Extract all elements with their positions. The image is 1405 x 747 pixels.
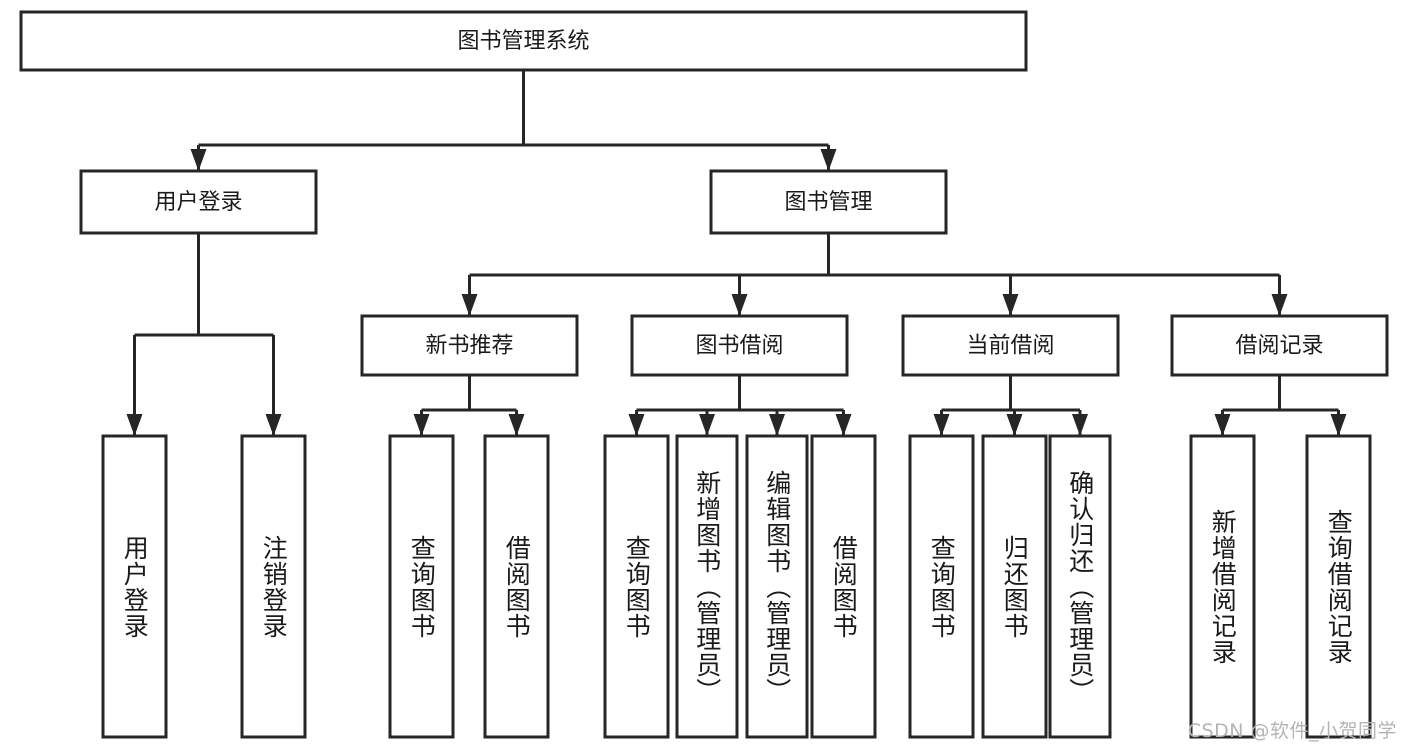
node-box-current-borrow[interactable] bbox=[901, 314, 1120, 377]
arrow-head-icon bbox=[731, 294, 748, 316]
node-box-layer bbox=[19, 10, 1389, 739]
node-box-borrow-record[interactable] bbox=[1170, 314, 1389, 377]
node-box-leaf-return-book[interactable] bbox=[981, 434, 1048, 739]
arrow-head-icon bbox=[508, 414, 525, 436]
arrow-head-icon bbox=[933, 414, 950, 436]
node-box-book-manage[interactable] bbox=[709, 169, 948, 235]
arrow-head-icon bbox=[126, 414, 143, 436]
arrow-head-icon bbox=[1271, 294, 1288, 316]
node-label-root: 图书管理系统 bbox=[457, 29, 589, 54]
node-box-leaf-query-borrow-record[interactable] bbox=[1305, 434, 1372, 739]
node-box-leaf-borrow-book[interactable] bbox=[810, 434, 877, 739]
node-box-root[interactable] bbox=[19, 10, 1028, 72]
arrow-head-icon bbox=[835, 414, 852, 436]
node-box-leaf-user-logout[interactable] bbox=[240, 434, 307, 739]
arrow-head-icon bbox=[1330, 414, 1347, 436]
node-box-leaf-confirm-return[interactable] bbox=[1048, 434, 1112, 739]
node-box-leaf-borrow-book-rec[interactable] bbox=[483, 434, 550, 739]
arrow-head-icon bbox=[1002, 294, 1019, 316]
watermark-text: CSDN @软件_小贺同学 bbox=[1187, 720, 1397, 742]
node-box-new-book-rec[interactable] bbox=[360, 314, 579, 377]
node-box-book-borrow[interactable] bbox=[630, 314, 849, 377]
node-label-current-borrow: 当前借阅 bbox=[966, 334, 1054, 359]
node-label-book-manage: 图书管理 bbox=[784, 190, 872, 215]
arrow-head-icon bbox=[1214, 414, 1231, 436]
arrow-head-icon bbox=[190, 149, 207, 171]
arrow-head-icon bbox=[820, 149, 837, 171]
arrow-head-icon bbox=[413, 414, 430, 436]
node-box-leaf-query-book-rec[interactable] bbox=[388, 434, 455, 739]
node-label-borrow-record: 借阅记录 bbox=[1235, 334, 1323, 359]
node-box-leaf-query-book-cur[interactable] bbox=[908, 434, 975, 739]
arrow-head-icon bbox=[1072, 414, 1088, 436]
node-box-leaf-edit-book[interactable] bbox=[745, 434, 809, 739]
node-box-leaf-add-book[interactable] bbox=[675, 434, 739, 739]
node-box-leaf-user-login[interactable] bbox=[101, 434, 168, 739]
node-label-book-borrow: 图书借阅 bbox=[695, 334, 783, 359]
node-box-user-login[interactable] bbox=[79, 169, 318, 235]
connector-layer bbox=[126, 70, 1347, 436]
node-label-user-login: 用户登录 bbox=[154, 190, 242, 215]
node-box-leaf-add-borrow-record[interactable] bbox=[1189, 434, 1256, 739]
node-box-leaf-query-book-borrow[interactable] bbox=[603, 434, 670, 739]
arrow-head-icon bbox=[265, 414, 282, 436]
arrow-head-icon bbox=[628, 414, 645, 436]
arrow-head-icon bbox=[769, 414, 785, 436]
arrow-head-icon bbox=[1006, 414, 1023, 436]
arrow-head-icon bbox=[461, 294, 478, 316]
node-label-new-book-rec: 新书推荐 bbox=[425, 334, 513, 359]
arrow-head-icon bbox=[699, 414, 715, 436]
